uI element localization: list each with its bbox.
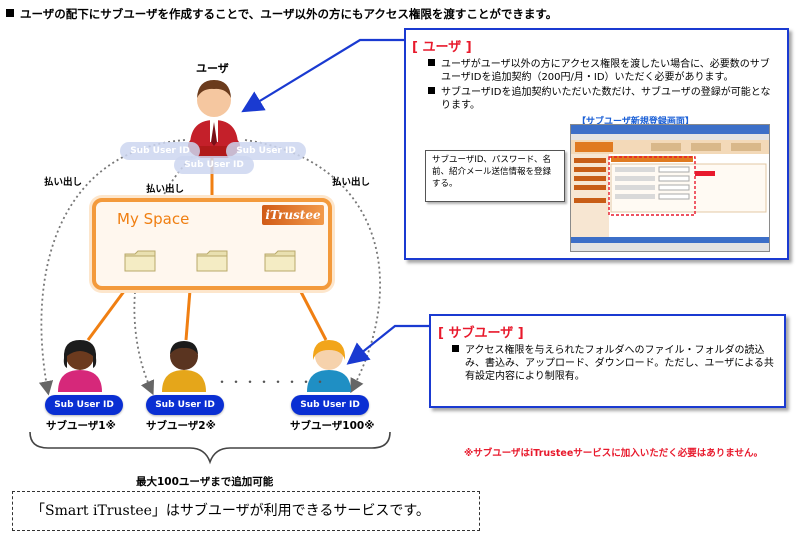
max-users-label: 最大100ユーザまで追加可能 <box>136 476 274 488</box>
bullet-square-icon <box>452 345 459 352</box>
itrustee-logo: iTrustee <box>262 205 324 225</box>
user-callout-bullet-2: サブユーザIDを追加契約いただいた数だけ、サブユーザの登録が可能となります。 <box>428 86 778 112</box>
distribution-label-right: 払い出し <box>332 177 371 188</box>
user-callout-title: [ ユーザ ] <box>412 40 472 55</box>
subuser-callout <box>429 314 786 408</box>
screenshot-caption: 【サブユーザ新規登録画面】 <box>577 117 694 127</box>
subuser-1-avatar <box>55 336 105 396</box>
ghost-subuser-pill-middle: Sub User ID <box>174 156 254 174</box>
subuser-1-id-pill: Sub User ID <box>45 395 123 415</box>
service-note-box: 「Smart iTrustee」はサブユーザが利用できるサービスです。 <box>12 491 480 531</box>
subuser-2-avatar <box>159 336 209 396</box>
distribution-label-left: 払い出し <box>44 177 83 188</box>
screenshot-note-text: サブユーザID、パスワード、名前、紹介メール送信情報を登録する。 <box>432 155 552 189</box>
user-callout-bullet-2-text: サブユーザIDを追加契約いただいた数だけ、サブユーザの登録が可能となります。 <box>441 87 771 111</box>
folder-icon <box>264 250 296 272</box>
subuser-2-caption: サブユーザ2※ <box>146 420 216 432</box>
myspace-to-sub100-line <box>298 289 328 341</box>
bullet-square-icon <box>428 87 435 94</box>
subuser-1-caption: サブユーザ1※ <box>46 420 116 432</box>
myspace-to-sub2-line <box>184 289 192 341</box>
subuser-callout-bullet-1: アクセス権限を与えられたフォルダへのファイル・フォルダの読込み、書込み、アップロ… <box>452 344 778 383</box>
subuser-100-caption: サブユーザ100※ <box>290 420 375 432</box>
subuser-100-avatar <box>304 336 354 396</box>
ghost-subuser-pill-right: Sub User ID <box>226 142 306 160</box>
more-users-ellipsis: ・・・・・・・・ <box>216 375 329 389</box>
user-callout-bullet-1: ユーザがユーザ以外の方にアクセス権限を渡したい場合に、必要数のサブユーザIDを追… <box>428 58 778 84</box>
page-heading: ユーザの配下にサブユーザを作成することで、ユーザ以外の方にもアクセス権限を渡すこ… <box>6 6 557 22</box>
folder-icon <box>196 250 228 272</box>
screenshot-note: サブユーザID、パスワード、名前、紹介メール送信情報を登録する。 <box>425 150 565 202</box>
subuser-callout-arrow <box>346 324 429 365</box>
user-callout-bullet-1-text: ユーザがユーザ以外の方にアクセス権限を渡したい場合に、必要数のサブユーザIDを追… <box>441 59 770 83</box>
myspace-to-sub1-line <box>86 289 127 341</box>
myspace-title: My Space <box>117 210 190 228</box>
subuser-registration-screenshot <box>570 124 770 252</box>
bullet-square-icon <box>428 59 435 66</box>
page-heading-text: ユーザの配下にサブユーザを作成することで、ユーザ以外の方にもアクセス権限を渡すこ… <box>20 7 558 21</box>
subuser-callout-bullet-1-text: アクセス権限を与えられたフォルダへのファイル・フォルダの読込み、書込み、アップロ… <box>465 345 774 382</box>
ghost-subuser-pill-left: Sub User ID <box>120 142 200 160</box>
folder-icon <box>124 250 156 272</box>
subuser-2-id-pill: Sub User ID <box>146 395 224 415</box>
subuser-100-id-pill: Sub User ID <box>291 395 369 415</box>
service-note-text: 「Smart iTrustee」はサブユーザが利用できるサービスです。 <box>31 503 430 519</box>
group-brace <box>29 431 391 465</box>
footnote: ※サブユーザはiTrusteeサービスに加入いただく必要はありません。 <box>464 448 763 459</box>
user-callout-arrow <box>241 38 404 113</box>
bullet-square-icon <box>6 9 14 17</box>
distribution-label-middle: 払い出し <box>146 184 185 195</box>
user-label: ユーザ <box>196 62 229 75</box>
subuser-callout-title: [ サブユーザ ] <box>438 326 524 341</box>
